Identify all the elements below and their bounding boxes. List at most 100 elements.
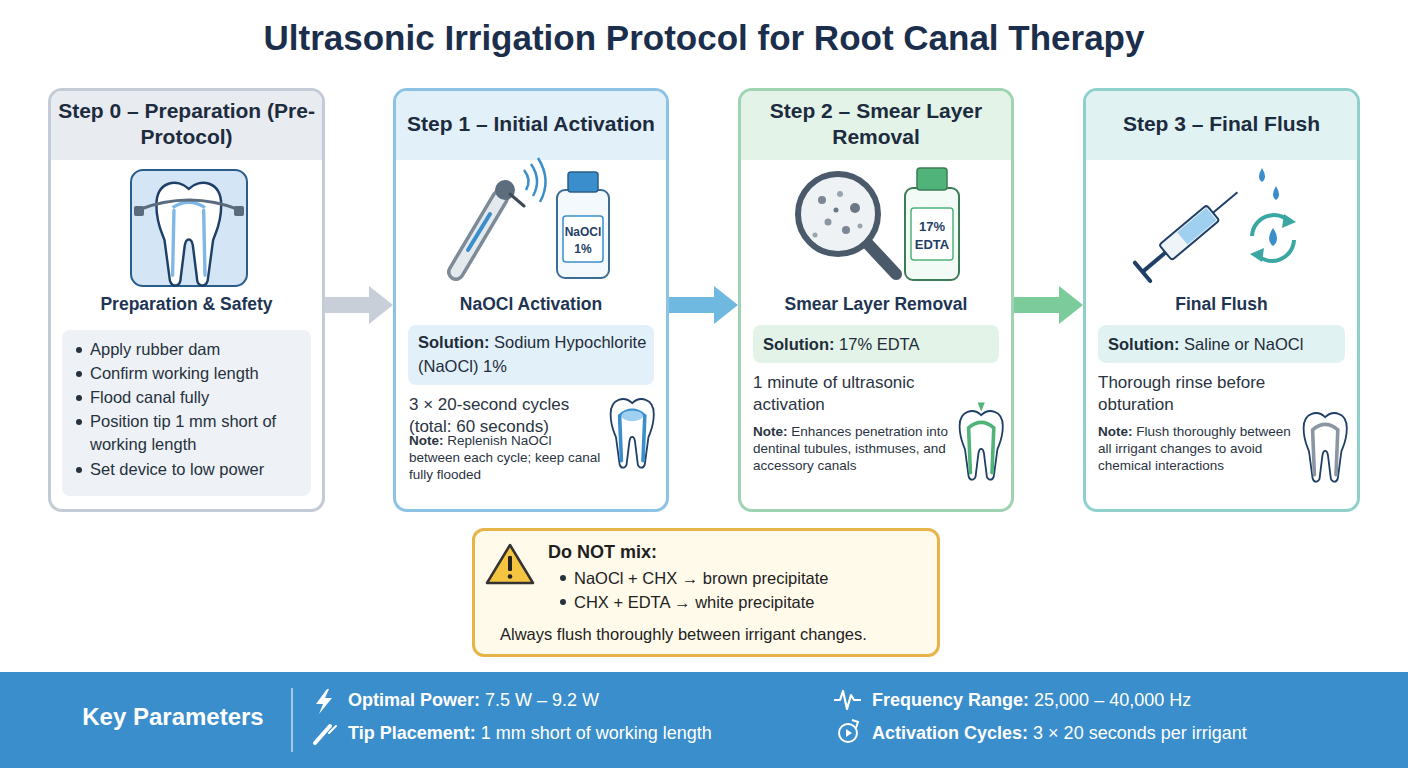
text-value: Step 3 – Final Flush [1123, 111, 1320, 137]
checklist-item: Confirm working length [74, 362, 306, 385]
band-separator [291, 688, 293, 752]
syringe-barrel [1159, 205, 1219, 260]
band-title: Key Parameters [60, 702, 286, 732]
handpiece-stripe [468, 214, 490, 250]
parameter-text: Optimal Power:7.5 W – 9.2 W [348, 688, 808, 712]
smear-particle [813, 233, 818, 238]
warning-advice: Always flush thoroughly between irrigant… [500, 622, 930, 646]
warning-triangle [487, 545, 533, 583]
flow-arrow [325, 286, 393, 324]
cycle-timer-icon [852, 720, 858, 728]
ultrasonic-wave [524, 170, 529, 190]
bottle-cap [568, 172, 598, 192]
text-value: Step 1 – Initial Activation [407, 111, 655, 137]
tooth-icon [1304, 413, 1347, 481]
text-value: Final Flush [1175, 294, 1267, 314]
checklist-item: Apply rubber dam [74, 338, 306, 361]
root-canal [173, 210, 205, 275]
step-heading: Step 0 – Preparation (Pre-Protocol) [56, 88, 317, 160]
step-heading: Step 1 – Initial Activation [401, 88, 661, 160]
text-value: Key Parameters [82, 703, 263, 730]
smear-particle [858, 224, 863, 229]
text-lead: Note: [753, 424, 788, 439]
ultrasonic-tip [510, 194, 524, 206]
irrigant-pool [621, 410, 643, 421]
cycle-arrow [1256, 240, 1294, 261]
tip-icon [329, 726, 336, 733]
syringe-plunger [1143, 253, 1166, 272]
text-value: CHX + EDTA → white precipitate [574, 593, 814, 611]
cycle-arrowhead [1282, 214, 1296, 228]
tip-icon [315, 726, 330, 743]
step-card: Step 3 – Final FlushFinal FlushThorough … [1083, 88, 1360, 512]
smear-particle [834, 208, 839, 213]
text-lead: Frequency Range: [872, 690, 1029, 710]
solution-text: Solution:17% EDTA [763, 332, 995, 356]
section-subheading: Smear Layer Removal [746, 293, 1006, 315]
text-lead: Note: [409, 433, 444, 448]
dam-clamp [138, 200, 240, 210]
text-value: NaOCl + CHX → brown precipitate [574, 569, 828, 587]
syringe-thumb [1135, 263, 1150, 281]
text-value: 1 mm short of working length [481, 723, 712, 743]
text-value: 3 × 20-second cycles (total: 60 seconds) [409, 395, 569, 436]
step-card: Step 1 – Initial ActivationNaOCl Activat… [393, 88, 669, 512]
tooth-outline [960, 411, 1003, 479]
smear-particle [842, 226, 850, 234]
pulp-chamber [173, 202, 205, 207]
flow-arrow [1014, 286, 1083, 324]
magnifier-handle [868, 244, 896, 274]
bottle-label-text: 17% [919, 219, 945, 234]
warning-item: CHX + EDTA → white precipitate [558, 590, 928, 614]
warning-box: Do NOT mix: NaOCl + CHX → brown precipita… [472, 528, 940, 657]
text-value: Preparation & Safety [100, 294, 272, 314]
text-lead: Solution: [418, 333, 489, 351]
flow-arrow [978, 403, 985, 412]
tooth-illustration [156, 183, 221, 286]
warning-item: NaOCl + CHX → brown precipitate [558, 566, 928, 590]
text-lead: Solution: [763, 335, 834, 353]
text-lead: Optimal Power: [348, 690, 480, 710]
tooth-outline [156, 183, 221, 286]
warning-mark [508, 574, 513, 579]
text-value: Thorough rinse before obturation [1098, 373, 1265, 414]
step-heading: Step 2 – Smear Layer Removal [746, 88, 1006, 160]
parameter-text: Frequency Range:25,000 – 40,000 Hz [872, 688, 1372, 712]
text-value: Step 0 – Preparation (Pre-Protocol) [56, 98, 317, 150]
smear-particle [825, 219, 832, 226]
text-value: Set device to low power [90, 460, 264, 478]
text-lead: Activation Cycles: [872, 723, 1028, 743]
checklist-item: Position tip 1 mm short of working lengt… [74, 410, 306, 456]
cycle-timer-icon [839, 724, 857, 742]
fluid-drop [1269, 228, 1277, 246]
magnifier-lens [798, 174, 878, 254]
solution-box: Solution:Saline or NaOCl [1098, 325, 1345, 363]
parameter-band: Key Parameters Optimal Power:7.5 W – 9.2 … [0, 672, 1408, 768]
text-lead: Solution: [1108, 335, 1179, 353]
flow-arrow [669, 286, 738, 324]
solution-box: Solution:17% EDTA [753, 325, 999, 363]
ultrasonic-wave [538, 158, 546, 202]
handpiece-grip [456, 198, 500, 272]
solution-text: Solution:Saline or NaOCl [1108, 332, 1340, 356]
warning-title: Do NOT mix: [548, 540, 918, 564]
handpiece-head [495, 180, 515, 200]
checklist-box: Apply rubber damConfirm working lengthFl… [62, 330, 311, 496]
clamp-jaw [234, 206, 244, 216]
section-subheading: NaOCl Activation [401, 293, 661, 315]
smear-particle [818, 196, 826, 204]
bottle-label [563, 216, 603, 262]
tooth-icon [960, 403, 1003, 480]
step-heading: Step 3 – Final Flush [1091, 88, 1352, 160]
cycle-arrowhead [1250, 248, 1264, 262]
text-value: Smear Layer Removal [785, 294, 968, 314]
text-value: Step 2 – Smear Layer Removal [746, 98, 1006, 150]
section-subheading: Final Flush [1091, 293, 1352, 315]
tooth-icon [611, 399, 654, 467]
note-text: Note:Replenish NaOCl between each cycle;… [409, 432, 601, 483]
checklist-item: Flood canal fully [74, 386, 306, 409]
text-value: 7.5 W – 9.2 W [485, 690, 599, 710]
parameter-text: Tip Placement:1 mm short of working leng… [348, 721, 808, 745]
